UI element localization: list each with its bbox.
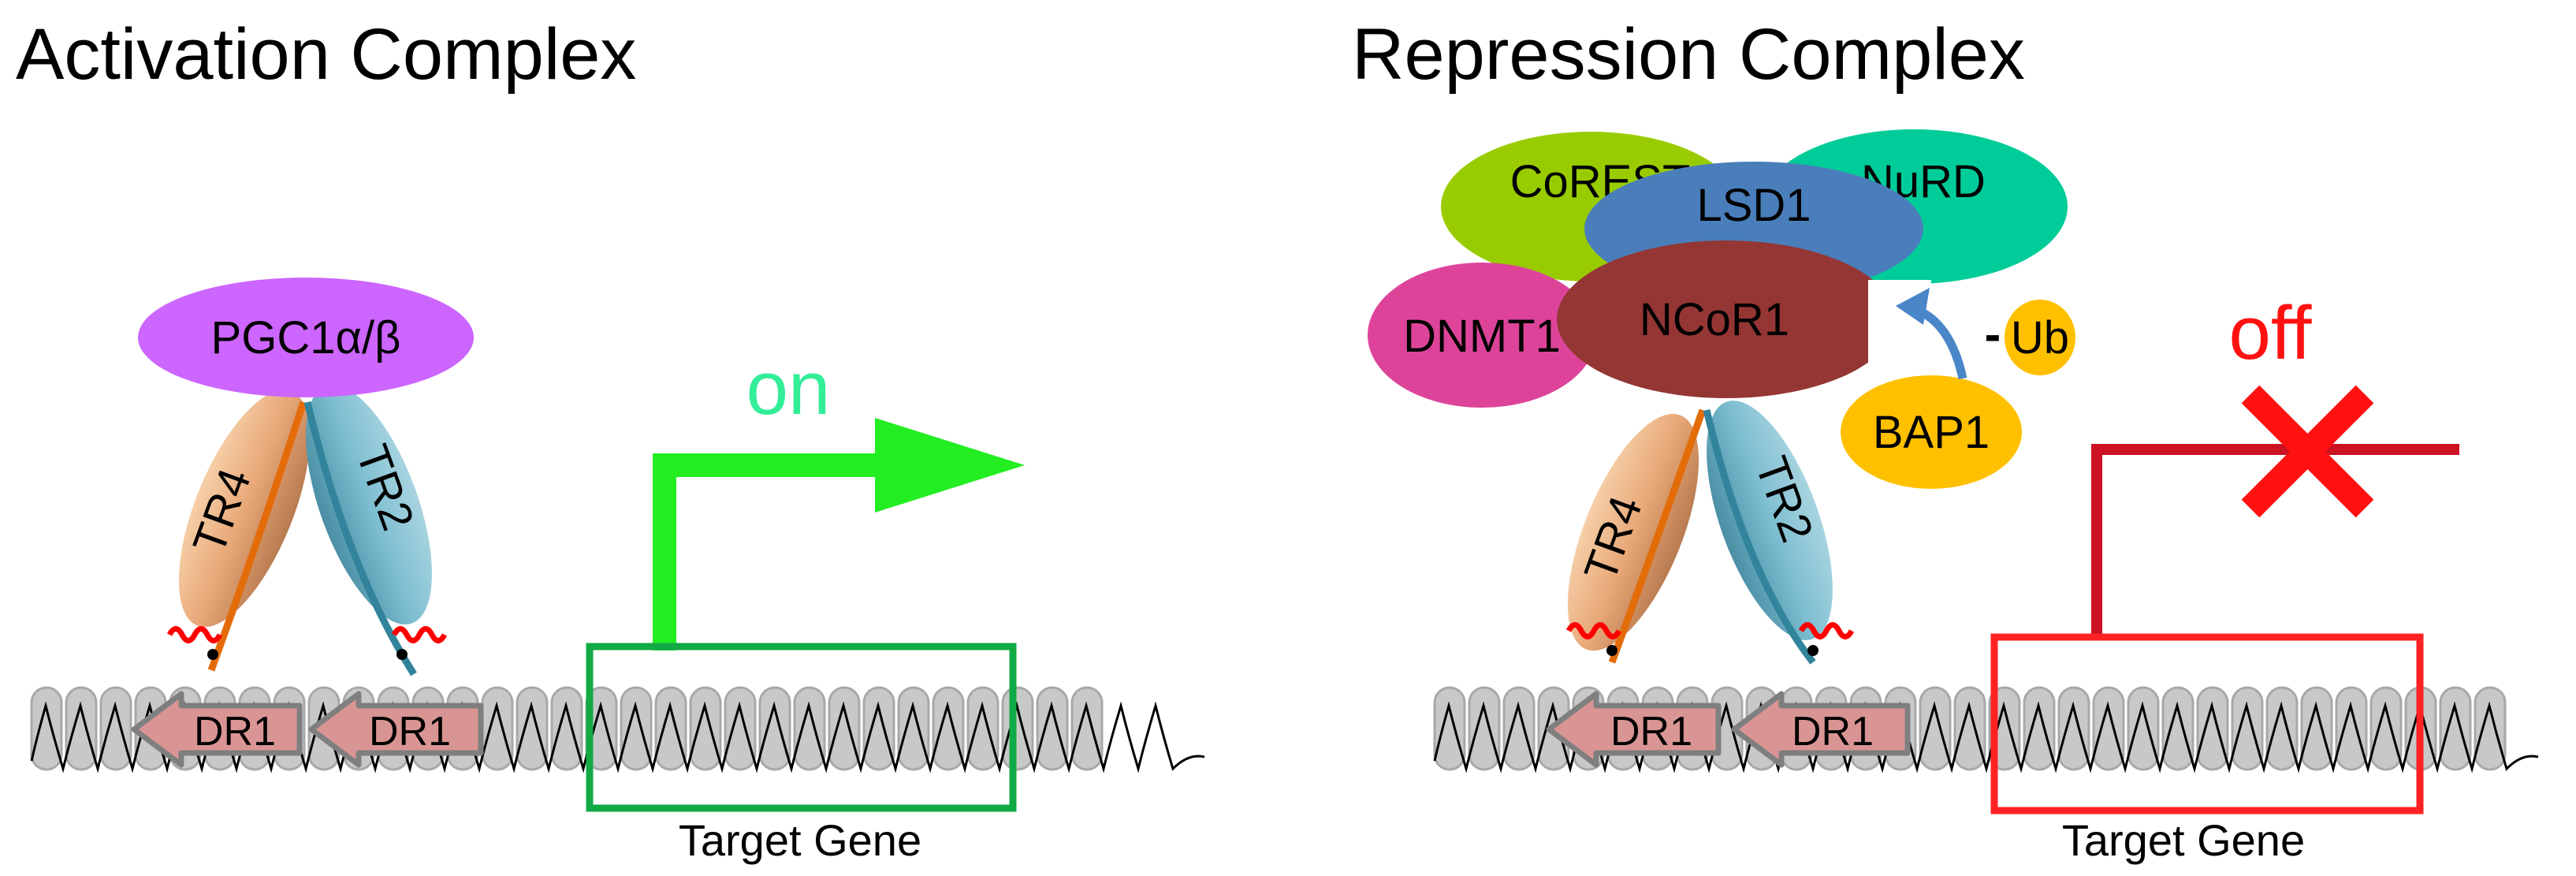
- dnmt1-label: DNMT1: [1403, 311, 1561, 362]
- dna-repressed-coil: [2092, 686, 2125, 771]
- dna-repressed-coil: [1919, 686, 1952, 771]
- pgc1-label: PGC1α/β: [211, 312, 401, 363]
- dna-active-coil: [932, 686, 965, 771]
- dna-active-coil: [758, 686, 791, 771]
- dna-active-coil: [65, 686, 98, 771]
- zinc-dot-active-2: [396, 649, 408, 660]
- dna-repressed-coil: [1502, 686, 1536, 771]
- dna-repressed-coil: [2127, 686, 2160, 771]
- dna-repressed-coil: [2300, 686, 2333, 771]
- repression-panel: Repression Complex DR1 DR1 TR4 TR2: [1352, 14, 2539, 865]
- dna-active-coil: [654, 686, 687, 771]
- dna-repressed-coil: [2439, 686, 2472, 771]
- dna-active-coil: [897, 686, 930, 771]
- dr1-label-active-2: DR1: [369, 709, 451, 755]
- dna-active-coil: [724, 686, 757, 771]
- activation-panel: Activation Complex DR1 DR1 TR4 TR2: [16, 14, 1205, 865]
- dna-repressed-coil: [2265, 686, 2299, 771]
- dr1-label-active-1: DR1: [194, 709, 276, 755]
- dna-active-coil: [828, 686, 861, 771]
- ncor1-label: NCoR1: [1640, 294, 1789, 345]
- repression-title: Repression Complex: [1352, 14, 2025, 95]
- lsd1-label: LSD1: [1696, 180, 1811, 231]
- dr1-label-repressed-1: DR1: [1610, 709, 1692, 755]
- dna-active-coil: [793, 686, 826, 771]
- dna-repressed-coil: [1953, 686, 1986, 771]
- dr1-element-active-1: DR1: [131, 691, 303, 768]
- dna-active-coil: [620, 686, 653, 771]
- zinc-dot-repressed-2: [1807, 645, 1818, 656]
- dna-repressed-coil: [2369, 686, 2403, 771]
- ub-arrow-head: [1896, 288, 1930, 325]
- bap1-label: BAP1: [1873, 407, 1990, 458]
- dna-repressed-coil: [2196, 686, 2229, 771]
- dna-active-coil: [30, 686, 63, 771]
- pgc1-coactivator: PGC1α/β: [138, 278, 474, 397]
- dna-active-coil: [516, 686, 549, 771]
- dna-active-coil: [689, 686, 722, 771]
- ub-label: Ub: [2011, 312, 2069, 363]
- dna-active-coil: [99, 686, 132, 771]
- dna-active-coil: [966, 686, 1000, 771]
- zinc-dot-active-1: [207, 649, 218, 660]
- zinc-finger-active-1: [166, 626, 223, 643]
- target-gene-box-repressed: [1990, 633, 2424, 814]
- dna-repressed-coil: [2474, 686, 2507, 771]
- dna-active-coil: [1070, 686, 1104, 771]
- dna-repressed-coil: [2231, 686, 2264, 771]
- on-label: on: [746, 346, 831, 431]
- tr2-repressed: TR2: [1703, 401, 1833, 665]
- dr1-label-repressed-2: DR1: [1792, 709, 1874, 755]
- target-gene-label-repressed: Target Gene: [2062, 815, 2305, 865]
- dna-active-coil: [862, 686, 895, 771]
- dna-active-coil: [550, 686, 583, 771]
- dna-active-coil: [481, 686, 514, 771]
- target-gene-box-active: [586, 643, 1017, 812]
- dr1-element-active-2: DR1: [308, 691, 484, 768]
- zinc-finger-repressed-2: [1798, 622, 1855, 639]
- ub: Ub: [2005, 300, 2075, 375]
- dna-active-coil: [1001, 686, 1034, 771]
- bap1: BAP1: [1841, 375, 2022, 489]
- transcription-off-arrow: [2091, 444, 2459, 635]
- dna-repressed-coil: [2057, 686, 2090, 771]
- zinc-finger-repressed-1: [1565, 622, 1622, 639]
- ncor1: NCoR1: [1557, 240, 1931, 398]
- dna-repressed-coil: [2335, 686, 2368, 771]
- zinc-finger-active-2: [391, 626, 448, 643]
- target-gene-label-active: Target Gene: [679, 815, 921, 865]
- dna-repressed-coil: [2023, 686, 2056, 771]
- zinc-dot-repressed-1: [1606, 645, 1617, 656]
- transcription-on-arrow: [653, 418, 1025, 650]
- dr1-element-repressed-2: DR1: [1731, 691, 1911, 768]
- off-label: off: [2229, 291, 2312, 375]
- dna-repressed-coil: [1433, 686, 1466, 771]
- blocked-x-icon: [2241, 385, 2374, 518]
- dr1-element-repressed-1: DR1: [1546, 691, 1722, 768]
- dna-repressed-coil: [1468, 686, 1501, 771]
- dna-active-coil: [1036, 686, 1069, 771]
- dnmt1: DNMT1: [1368, 263, 1596, 408]
- ub-dash: -: [1985, 308, 2001, 362]
- dna-repressed-coil: [2161, 686, 2194, 771]
- activation-title: Activation Complex: [16, 14, 636, 95]
